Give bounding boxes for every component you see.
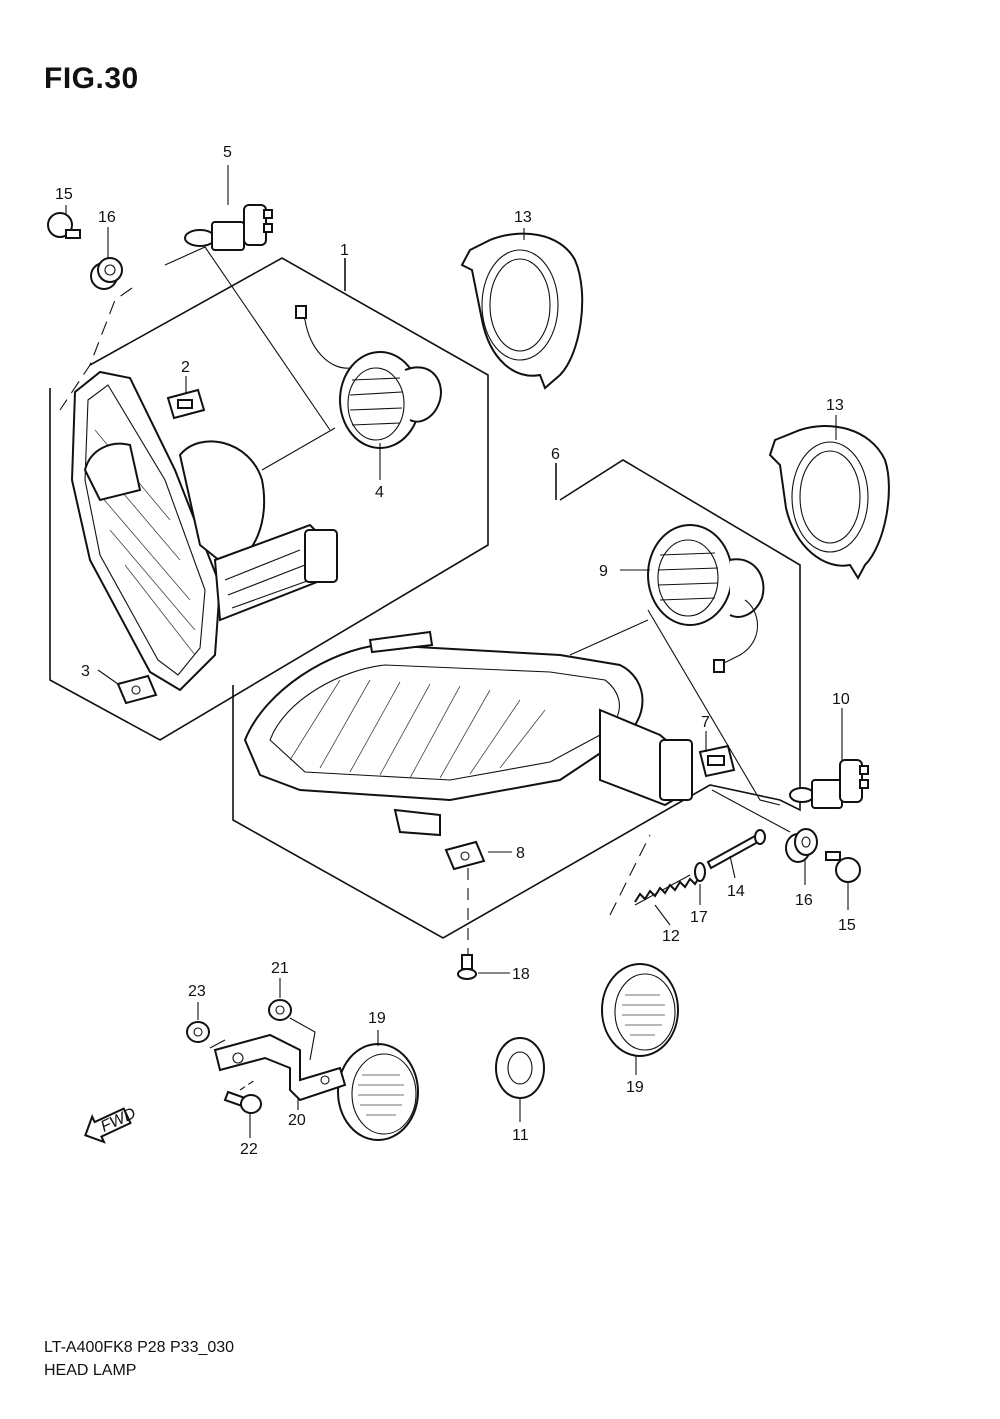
screw-14-icon	[706, 829, 766, 870]
callout-7: 7	[701, 714, 710, 731]
socket-4-icon	[295, 305, 442, 449]
callout-16a: 16	[98, 209, 116, 226]
leader-16a-target	[59, 287, 133, 411]
leader-14	[729, 855, 736, 879]
clip-2-icon	[166, 388, 206, 420]
right-lamp-housing	[243, 630, 693, 837]
callout-19b: 19	[626, 1079, 644, 1096]
leader-12-target	[609, 834, 651, 916]
callout-3: 3	[81, 663, 90, 680]
model-code: LT-A400FK8 P28 P33_030	[44, 1339, 235, 1356]
grommet-16b-icon	[785, 828, 818, 863]
figure-title: FIG.30	[44, 62, 139, 95]
clip-7-icon	[698, 744, 736, 778]
bolt-18-icon	[457, 954, 477, 980]
callout-12: 12	[662, 928, 680, 945]
leader-9-target	[569, 619, 649, 656]
callout-15a: 15	[55, 186, 73, 203]
callout-13a: 13	[514, 209, 532, 226]
callout-2: 2	[181, 359, 190, 376]
callout-9: 9	[599, 563, 608, 580]
nut-21-icon	[268, 999, 292, 1021]
bracket-20-icon	[213, 1033, 347, 1102]
washer-17-icon	[694, 862, 706, 882]
callout-22: 22	[240, 1141, 258, 1158]
callout-17: 17	[690, 909, 708, 926]
callout-23: 23	[188, 983, 206, 1000]
nut-3-icon	[116, 674, 158, 705]
callout-21: 21	[271, 960, 289, 977]
assembly-6-outline	[232, 459, 801, 939]
ring-13b-icon	[768, 424, 890, 581]
callout-18: 18	[512, 966, 530, 983]
leader-4-target	[261, 427, 336, 471]
leader-22-target	[239, 1079, 256, 1091]
callout-20: 20	[288, 1112, 306, 1129]
bulb-5-icon	[184, 204, 273, 251]
callout-5: 5	[223, 144, 232, 161]
leader-10-target	[647, 609, 781, 806]
callout-10: 10	[832, 691, 850, 708]
left-lamp-housing	[70, 370, 338, 692]
reflector-19a-icon	[337, 1043, 419, 1141]
fwd-label: FWD	[98, 1105, 139, 1136]
leader-3	[97, 669, 119, 685]
reflector-19b-icon	[601, 963, 679, 1057]
callout-6: 6	[551, 446, 560, 463]
callout-16b: 16	[795, 892, 813, 909]
callout-15b: 15	[838, 917, 856, 934]
callout-8: 8	[516, 845, 525, 862]
nut-8-icon	[444, 840, 486, 871]
section-name: HEAD LAMP	[44, 1362, 137, 1379]
leader-16b-target	[711, 789, 791, 833]
grommet-16a-icon	[90, 257, 123, 290]
bolt-22-icon	[223, 1090, 262, 1114]
callout-1: 1	[340, 242, 349, 259]
callout-13b: 13	[826, 397, 844, 414]
screw-15b-icon	[825, 851, 861, 883]
leader-12	[654, 904, 671, 926]
assembly-1-outline	[49, 257, 489, 741]
callout-4: 4	[375, 484, 384, 501]
nut-23-icon	[186, 1021, 210, 1043]
leader-5-target	[164, 246, 331, 431]
callout-11: 11	[512, 1127, 529, 1144]
ring-13a-icon	[460, 232, 584, 390]
socket-9-icon	[647, 524, 765, 673]
callout-14: 14	[727, 883, 745, 900]
screw-15a-icon	[47, 212, 81, 239]
grommet-11-icon	[495, 1037, 545, 1099]
fwd-arrow-icon: FWD	[84, 1105, 139, 1144]
bulb-10-icon	[789, 759, 869, 809]
leader-23-target	[209, 1039, 226, 1049]
leader-21-target	[289, 1017, 316, 1061]
callout-19a: 19	[368, 1010, 386, 1027]
spring-12-icon	[634, 874, 701, 906]
